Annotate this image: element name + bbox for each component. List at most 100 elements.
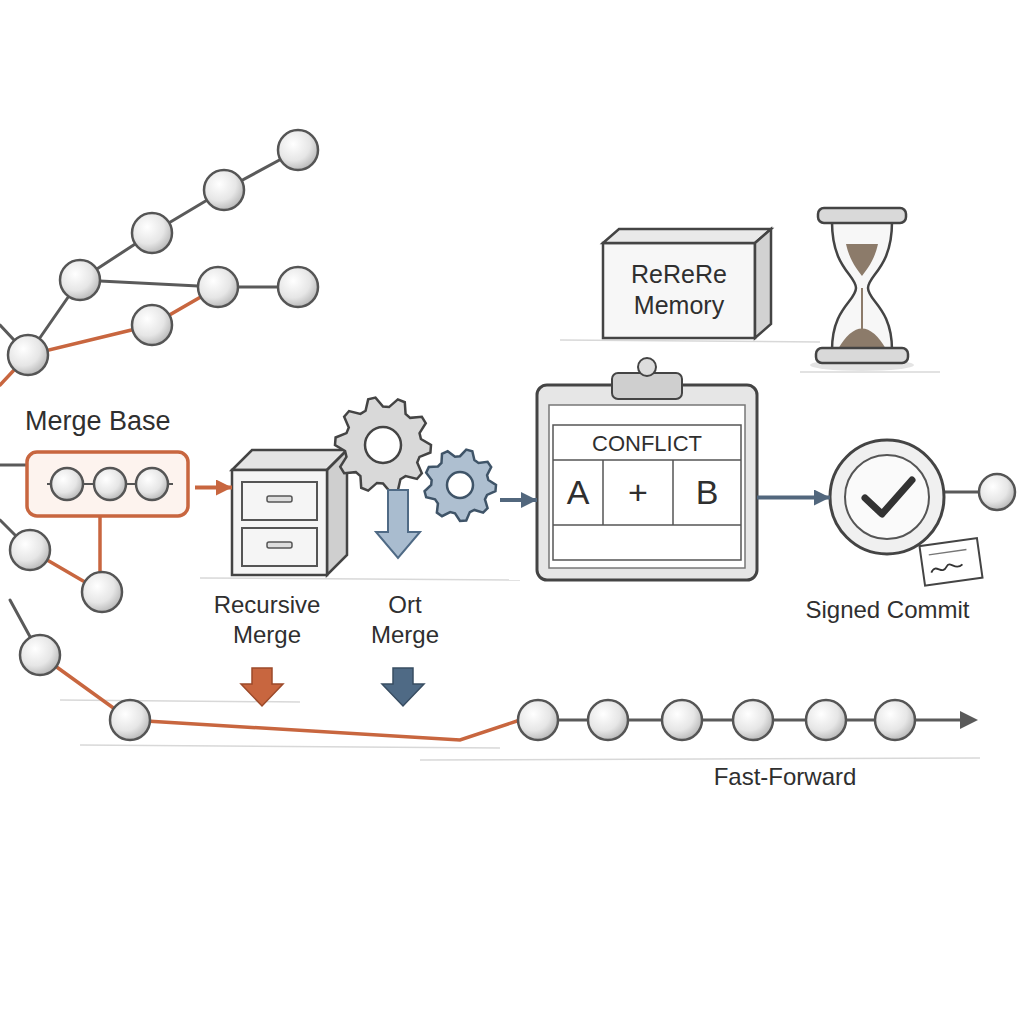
memory-box-outline bbox=[603, 243, 755, 338]
recursive-merge-cabinet-outline bbox=[267, 496, 292, 502]
memory-box-outline bbox=[603, 229, 771, 243]
commit-dot bbox=[20, 635, 60, 675]
memory-box: ReReRe Memory bbox=[603, 243, 755, 338]
down-arrow bbox=[241, 668, 283, 706]
memory-box-outline bbox=[603, 243, 755, 338]
commit-dot bbox=[10, 530, 50, 570]
ort-merge-gears-outline bbox=[447, 472, 473, 498]
ort-merge-gears-outline bbox=[335, 398, 431, 493]
node-caption: Signed Commit bbox=[800, 595, 975, 625]
recursive-merge-cabinet: Recursive Merge bbox=[232, 450, 347, 575]
merge-base-box-outline bbox=[27, 452, 188, 516]
commit-dot bbox=[132, 305, 172, 345]
branch-line bbox=[0, 464, 27, 467]
recursive-merge-cabinet-outline bbox=[267, 542, 292, 548]
merge-base-box-outline bbox=[136, 468, 168, 500]
signed-commit-seal-outline bbox=[845, 455, 929, 539]
ort-merge-gears-outline bbox=[425, 450, 496, 521]
down-arrow bbox=[382, 668, 424, 706]
hourglass-symbol bbox=[832, 222, 892, 350]
commit-dot bbox=[198, 267, 238, 307]
commit-dot bbox=[662, 700, 702, 740]
recursive-merge-cabinet-outline bbox=[232, 450, 347, 575]
branch-line bbox=[80, 280, 298, 287]
hourglass-symbol bbox=[818, 208, 906, 223]
signed-commit-seal: Signed Commit bbox=[830, 440, 945, 555]
signature-card bbox=[919, 538, 982, 586]
signed-commit-seal-outline bbox=[865, 480, 912, 514]
shading-hatch bbox=[560, 340, 820, 342]
recursive-merge-cabinet-outline bbox=[232, 470, 327, 575]
node-heading: Merge Base bbox=[25, 405, 215, 439]
conflict-clipboard-outline bbox=[553, 459, 741, 461]
shading-hatch bbox=[60, 340, 980, 760]
table-cell: + bbox=[603, 471, 673, 514]
conflict-clipboard-outline bbox=[553, 425, 741, 560]
flow-label: Fast-Forward bbox=[690, 762, 880, 792]
conflict-clipboard-outline bbox=[553, 524, 741, 526]
merge-base-box: Merge Base bbox=[25, 405, 195, 525]
ort-merge-gears-outline bbox=[376, 490, 420, 558]
conflict-clipboard-outline bbox=[549, 405, 745, 568]
signed-commit-seal-outline bbox=[830, 440, 945, 555]
branch-line bbox=[28, 150, 298, 355]
branch-line bbox=[0, 150, 985, 720]
table-header: CONFLICT bbox=[553, 430, 741, 458]
signature-card bbox=[929, 550, 967, 555]
table-cell: B bbox=[673, 471, 741, 514]
commit-dot bbox=[518, 700, 558, 740]
conflict-clipboard: CONFLICT A+B bbox=[537, 385, 757, 580]
commit-dot bbox=[132, 213, 172, 253]
commit-dot bbox=[979, 474, 1015, 510]
commit-dot bbox=[278, 267, 318, 307]
hourglass-symbol bbox=[816, 348, 908, 363]
commit-dot bbox=[806, 700, 846, 740]
flow-arrow bbox=[757, 496, 830, 500]
shading-hatch bbox=[200, 578, 520, 580]
node-caption: Ort Merge bbox=[365, 590, 445, 650]
ort-merge-gears-outline bbox=[365, 427, 401, 463]
hourglass-symbol bbox=[810, 208, 914, 371]
merge-base-box-outline bbox=[94, 468, 126, 500]
table-cell: A bbox=[553, 471, 603, 514]
flow-arrow bbox=[500, 498, 537, 502]
hourglass-symbol bbox=[861, 288, 863, 330]
conflict-clipboard-outline bbox=[638, 358, 656, 376]
commit-dot bbox=[875, 700, 915, 740]
commit-dot bbox=[588, 700, 628, 740]
commit-dot bbox=[278, 130, 318, 170]
fast-forward-arrowhead bbox=[960, 711, 978, 729]
hourglass-symbol bbox=[838, 329, 886, 350]
conflict-clipboard-outline bbox=[672, 460, 674, 525]
hourglass-symbol bbox=[846, 244, 878, 276]
commit-dot bbox=[204, 170, 244, 210]
commit-dot bbox=[82, 572, 122, 612]
shading-hatch bbox=[800, 371, 940, 373]
memory-box-outline bbox=[755, 229, 771, 338]
branch-line-highlight bbox=[98, 517, 102, 575]
signature-card bbox=[931, 563, 963, 573]
node-caption: Recursive Merge bbox=[187, 590, 347, 650]
flow-arrow bbox=[195, 486, 232, 490]
commit-dot bbox=[110, 700, 150, 740]
merge-base-box-outline bbox=[51, 468, 83, 500]
shading-hatch bbox=[80, 745, 500, 748]
signature-card bbox=[919, 538, 982, 586]
conflict-clipboard-outline bbox=[602, 460, 604, 525]
branch-line-highlight bbox=[40, 655, 520, 740]
shading-hatch bbox=[420, 758, 980, 760]
branch-line-highlight bbox=[0, 287, 218, 385]
conflict-clipboard-outline bbox=[537, 385, 757, 580]
recursive-merge-cabinet-outline bbox=[242, 482, 317, 520]
box-label: ReReRe Memory bbox=[609, 259, 749, 322]
commit-dot bbox=[8, 130, 1015, 740]
signed-commit-seal-outline bbox=[830, 440, 944, 554]
ort-merge-gears-outline bbox=[330, 440, 500, 560]
commit-dot bbox=[60, 260, 100, 300]
recursive-merge-cabinet-outline bbox=[242, 528, 317, 566]
commit-dot bbox=[8, 335, 48, 375]
